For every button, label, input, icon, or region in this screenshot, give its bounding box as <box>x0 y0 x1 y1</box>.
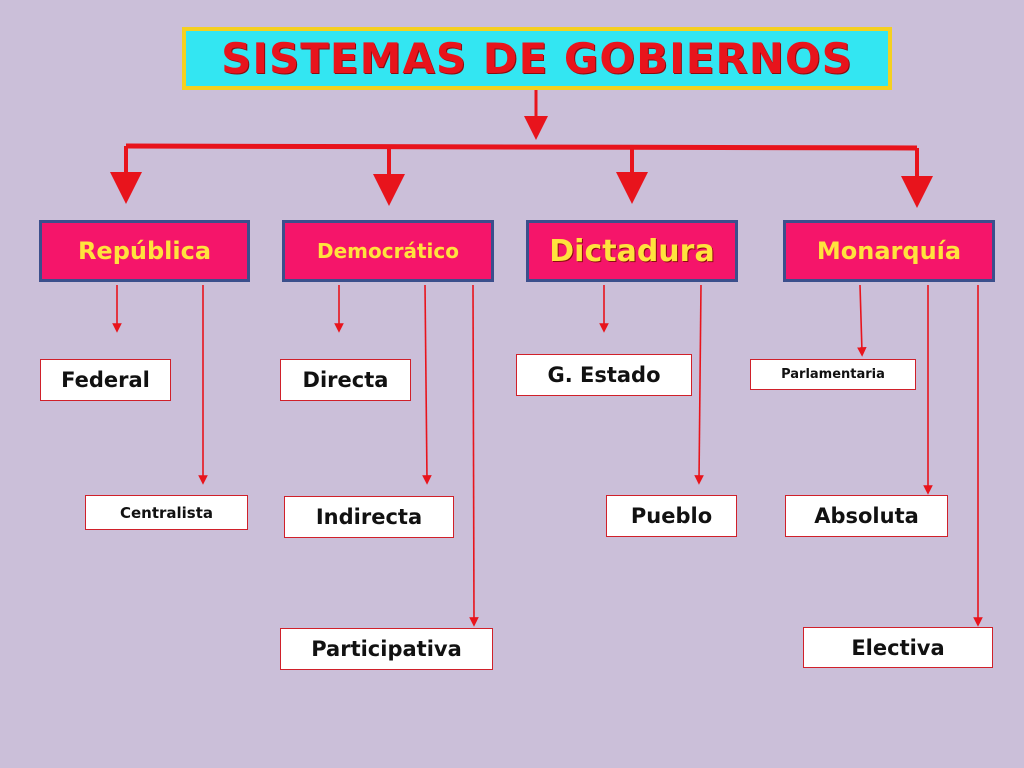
leaf-g-estado: G. Estado <box>516 354 692 396</box>
leaf-label: Indirecta <box>315 505 423 529</box>
leaf-directa: Directa <box>280 359 411 401</box>
leaf-parlamentaria: Parlamentaria <box>750 359 916 390</box>
category-republica: República <box>39 220 250 282</box>
leaf-centralista: Centralista <box>85 495 248 530</box>
leaf-label: G. Estado <box>547 363 661 387</box>
leaf-label: Centralista <box>119 503 214 522</box>
category-monarquia: Monarquía <box>783 220 995 282</box>
leaf-electiva: Electiva <box>803 627 993 668</box>
leaf-absoluta: Absoluta <box>785 495 948 537</box>
category-dictadura: Dictadura <box>526 220 738 282</box>
leaf-label: Directa <box>302 368 389 392</box>
category-label: Dictadura <box>549 233 715 269</box>
connector-pueblo <box>694 284 704 485</box>
page-title: SISTEMAS DE GOBIERNOS <box>221 34 853 83</box>
category-label: Democrático <box>317 239 459 263</box>
connector-participativa <box>469 284 479 627</box>
leaf-federal: Federal <box>40 359 171 401</box>
leaf-label: Electiva <box>851 635 945 660</box>
connector-parlamentaria <box>857 284 867 357</box>
leaf-pueblo: Pueblo <box>606 495 737 537</box>
category-democratico: Democrático <box>282 220 494 282</box>
connector-indirecta <box>422 284 432 485</box>
leaf-label: Pueblo <box>630 504 713 528</box>
connector-bus <box>125 143 918 151</box>
leaf-label: Participativa <box>311 637 462 661</box>
category-label: República <box>77 237 212 265</box>
category-label: Monarquía <box>816 237 962 265</box>
leaf-label: Parlamentaria <box>781 367 885 382</box>
title-box: SISTEMAS DE GOBIERNOS <box>182 27 892 90</box>
leaf-indirecta: Indirecta <box>284 496 454 538</box>
leaf-label: Federal <box>61 368 150 392</box>
leaf-participativa: Participativa <box>280 628 493 670</box>
leaf-label: Absoluta <box>814 504 919 528</box>
